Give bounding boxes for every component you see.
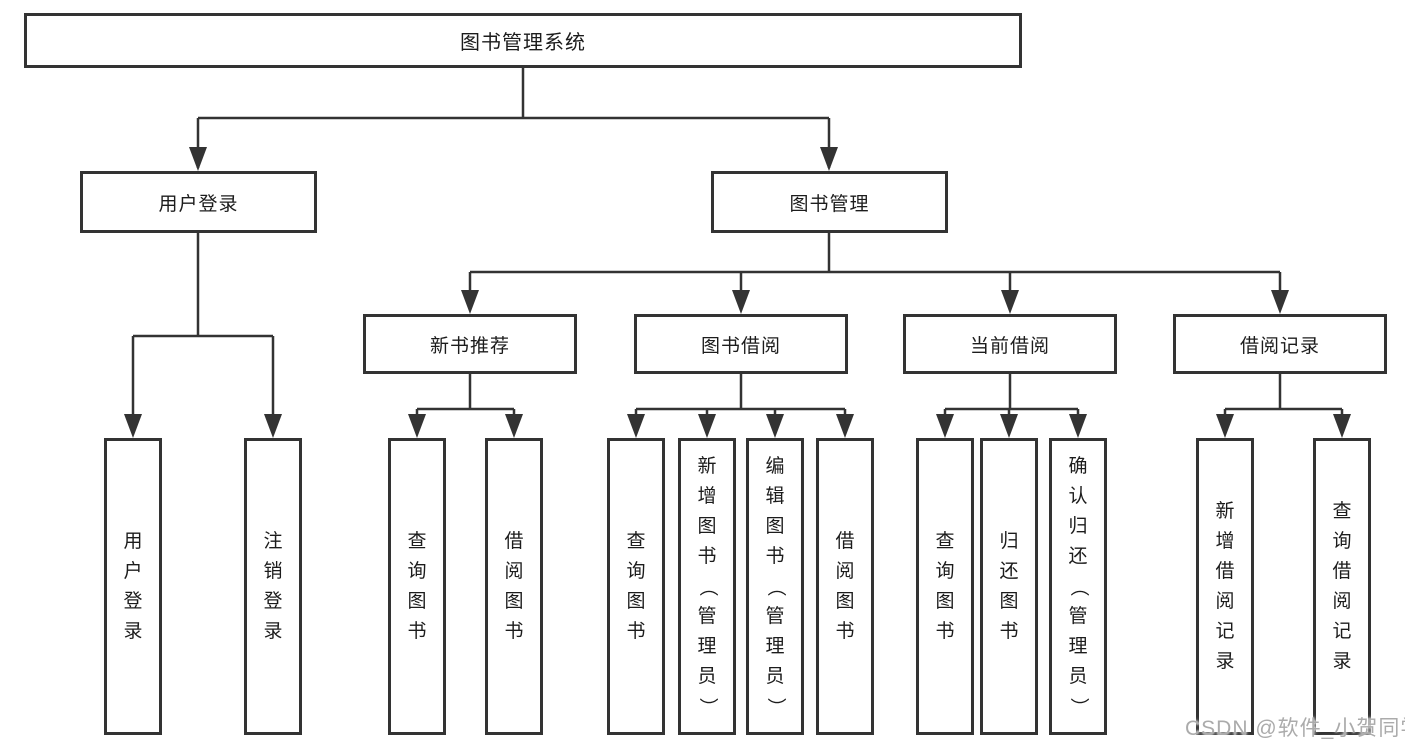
node-label: 查询图书 (935, 530, 955, 642)
node-book-management: 图书管理 (711, 171, 948, 233)
leaf-confirm-return-admin: 确认归还（管理员） (1049, 438, 1107, 735)
node-borrowing-records: 借阅记录 (1173, 314, 1387, 374)
node-label: 归还图书 (999, 530, 1019, 642)
node-label: 用户登录 (158, 193, 239, 215)
node-label: 编辑图书（管理员） (765, 455, 786, 717)
node-label: 查询图书 (407, 530, 427, 642)
node-label: 借阅记录 (1239, 335, 1320, 357)
leaf-query-books-borrowing: 查询图书 (607, 438, 665, 735)
node-label: 确认归还（管理员） (1068, 455, 1089, 717)
node-label: 用户登录 (123, 530, 143, 642)
leaf-query-books-recommend: 查询图书 (388, 438, 446, 735)
node-label: 图书管理 (789, 193, 870, 215)
node-library-management-system: 图书管理系统 (24, 13, 1022, 68)
node-user-login: 用户登录 (80, 171, 317, 233)
node-label: 注销登录 (263, 530, 283, 642)
node-label: 查询借阅记录 (1332, 500, 1352, 672)
leaf-add-borrow-record: 新增借阅记录 (1196, 438, 1254, 735)
node-book-borrowing: 图书借阅 (634, 314, 848, 374)
leaf-query-books-current: 查询图书 (916, 438, 974, 735)
node-current-borrowing: 当前借阅 (903, 314, 1117, 374)
node-label: 新书推荐 (429, 335, 510, 357)
node-label: 新增图书（管理员） (697, 455, 718, 717)
leaf-edit-book-admin: 编辑图书（管理员） (746, 438, 804, 735)
node-new-book-recommendation: 新书推荐 (363, 314, 577, 374)
node-label: 图书管理系统 (460, 32, 586, 54)
leaf-borrow-books: 借阅图书 (816, 438, 874, 735)
leaf-user-login: 用户登录 (104, 438, 162, 735)
node-label: 图书借阅 (700, 335, 781, 357)
leaf-borrow-books-recommend: 借阅图书 (485, 438, 543, 735)
leaf-query-borrow-record: 查询借阅记录 (1313, 438, 1371, 735)
node-label: 借阅图书 (835, 530, 855, 642)
leaf-add-book-admin: 新增图书（管理员） (678, 438, 736, 735)
watermark: CSDN @软件_小贺同学 (1185, 717, 1405, 740)
node-label: 新增借阅记录 (1215, 500, 1235, 672)
leaf-logout: 注销登录 (244, 438, 302, 735)
node-label: 查询图书 (626, 530, 646, 642)
leaf-return-books: 归还图书 (980, 438, 1038, 735)
node-label: 当前借阅 (969, 335, 1050, 357)
node-label: 借阅图书 (504, 530, 524, 642)
